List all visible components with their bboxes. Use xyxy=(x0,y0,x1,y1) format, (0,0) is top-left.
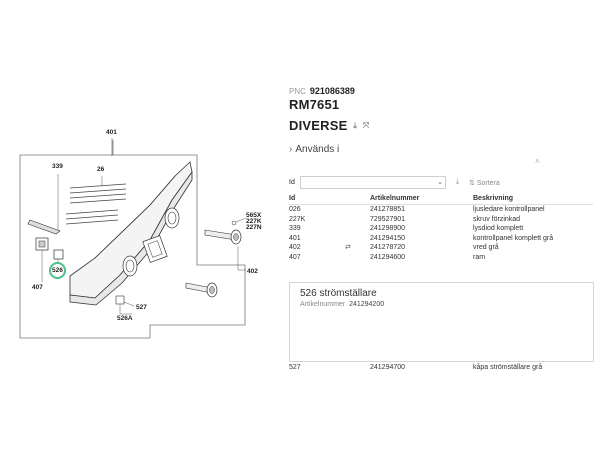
row-icon[interactable]: ⇄ xyxy=(345,243,370,253)
used-in-toggle[interactable]: ›Används i xyxy=(289,144,339,155)
header-article[interactable]: Artikelnummer xyxy=(370,194,473,205)
row-desc: kontrollpanel komplett grå xyxy=(473,234,554,242)
sort-button[interactable]: ⇅ Sortera xyxy=(469,180,500,187)
row-icon xyxy=(345,253,370,263)
selected-callout-ring xyxy=(49,262,66,279)
callout-227k[interactable]: 227K xyxy=(246,218,262,225)
article-value: 241294200 xyxy=(349,301,385,308)
callout-565x[interactable]: 565X xyxy=(246,212,262,219)
parts-table: Id Artikelnummer Beskrivning 026 2412788… xyxy=(289,194,593,262)
row-desc: kåpa strömställare grå xyxy=(473,364,543,371)
expand-icon[interactable]: ⤧ xyxy=(362,121,370,130)
sort-label: Sortera xyxy=(476,180,500,187)
header-id[interactable]: Id xyxy=(289,194,345,205)
callout-401[interactable]: 401 xyxy=(106,129,117,136)
selected-part-card: 526 strömställare Artikelnummer 24129420… xyxy=(289,282,594,362)
download-icon[interactable]: ⤓ xyxy=(353,121,358,130)
category-title: DIVERSE ⤓ ⤧ xyxy=(289,118,369,133)
filter-id-label: Id xyxy=(289,179,295,186)
header-icon xyxy=(345,194,370,205)
row-icon xyxy=(345,215,370,225)
table-row[interactable]: 401 241294150 kontrollpanel komplett grå xyxy=(289,234,593,244)
callout-227n[interactable]: 227N xyxy=(246,224,262,231)
row-id: 227K xyxy=(289,215,306,223)
exploded-diagram: 401 339 26 565X 227K 227N 402 407 526 52… xyxy=(0,0,280,450)
callout-339[interactable]: 339 xyxy=(52,163,63,170)
table-row[interactable]: 339 241298900 lysdiod komplett xyxy=(289,224,593,234)
chevron-down-icon: ⌄ xyxy=(437,179,443,186)
row-desc: ram xyxy=(473,253,486,261)
model-title: RM7651 xyxy=(289,97,340,112)
diagram-drawing xyxy=(19,138,247,339)
row-article: 241278851 xyxy=(370,206,406,213)
row-article: 241278720 xyxy=(370,244,406,251)
row-article: 241294600 xyxy=(370,253,406,261)
category-label: DIVERSE xyxy=(289,118,348,133)
row-article: 241294700 xyxy=(370,364,406,371)
selected-part-article: Artikelnummer 241294200 xyxy=(300,301,384,308)
table-row[interactable]: 407 241294600 ram xyxy=(289,253,593,263)
row-article: 729527901 xyxy=(370,215,406,223)
article-label: Artikelnummer xyxy=(300,301,346,308)
selected-part-title: 526 strömställare xyxy=(300,288,377,299)
row-desc: lysdiod komplett xyxy=(473,225,524,232)
row-id: 407 xyxy=(289,253,301,261)
table-row[interactable]: 402 ⇄ 241278720 vred grå xyxy=(289,243,593,253)
row-id: 339 xyxy=(289,225,301,232)
row-desc: vred grå xyxy=(473,244,499,251)
row-icon xyxy=(345,205,370,215)
id-select[interactable]: ⌄ xyxy=(300,176,446,189)
swap-icon[interactable]: ⇄ xyxy=(345,244,351,251)
collapse-caret-icon[interactable]: ˄ xyxy=(535,157,540,166)
callout-526[interactable]: 526 xyxy=(52,267,63,274)
callout-26[interactable]: 26 xyxy=(97,166,105,173)
table-row[interactable]: 227K 729527901 skruv förzinkad xyxy=(289,215,593,225)
filter-row: Id ⌄ ⤓ ⇅ Sortera xyxy=(289,176,594,192)
row-desc: skruv förzinkad xyxy=(473,215,521,223)
row-id: 026 xyxy=(289,206,301,213)
row-id: 401 xyxy=(289,234,301,242)
row-icon xyxy=(345,224,370,234)
callout-402[interactable]: 402 xyxy=(247,268,258,275)
header-desc[interactable]: Beskrivning xyxy=(473,194,593,205)
callout-526a[interactable]: 526A xyxy=(117,315,133,322)
used-in-label: Används i xyxy=(295,144,340,155)
pnc-value: 921086389 xyxy=(309,86,355,96)
row-article: 241294150 xyxy=(370,234,406,242)
row-article: 241298900 xyxy=(370,225,406,232)
table-row[interactable]: 026 241278851 ljusledare kontrollpanel xyxy=(289,205,593,215)
row-id: 402 xyxy=(289,244,301,251)
callout-407[interactable]: 407 xyxy=(32,284,43,291)
row-id: 527 xyxy=(289,364,301,371)
row-icon xyxy=(345,234,370,244)
table-header-row: Id Artikelnummer Beskrivning xyxy=(289,194,593,205)
download-list-icon[interactable]: ⤓ xyxy=(456,178,460,185)
row-desc: ljusledare kontrollpanel xyxy=(473,206,545,213)
pnc-label: PNC xyxy=(289,87,306,96)
chevron-right-icon: › xyxy=(289,144,293,155)
callout-527[interactable]: 527 xyxy=(136,304,147,311)
